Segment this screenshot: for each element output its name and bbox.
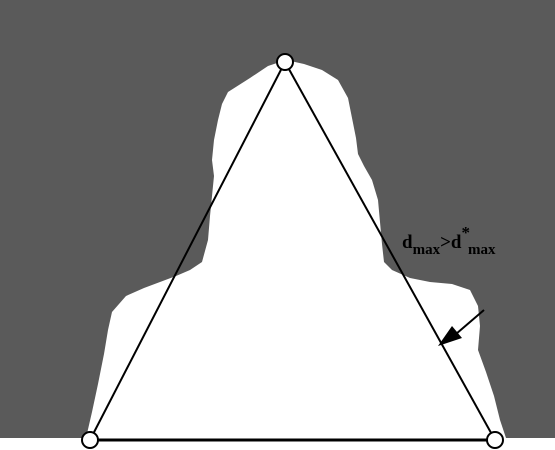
triangle-left-edge bbox=[89, 61, 286, 441]
vertex-bottom-left bbox=[81, 431, 99, 449]
label-sup: * bbox=[461, 223, 470, 242]
label-op: >d bbox=[440, 232, 462, 253]
dmax-label: dmax>d*max bbox=[402, 223, 496, 258]
vertex-bottom-right bbox=[486, 431, 504, 449]
label-sub1: max bbox=[413, 242, 441, 258]
label-sub2: max bbox=[468, 242, 496, 258]
vertex-top bbox=[276, 53, 294, 71]
triangle-right-edge bbox=[284, 61, 496, 441]
label-base: d bbox=[402, 232, 413, 253]
distance-arrow-line bbox=[455, 309, 485, 335]
person-silhouette bbox=[86, 60, 506, 438]
distance-arrow-head bbox=[438, 326, 462, 346]
